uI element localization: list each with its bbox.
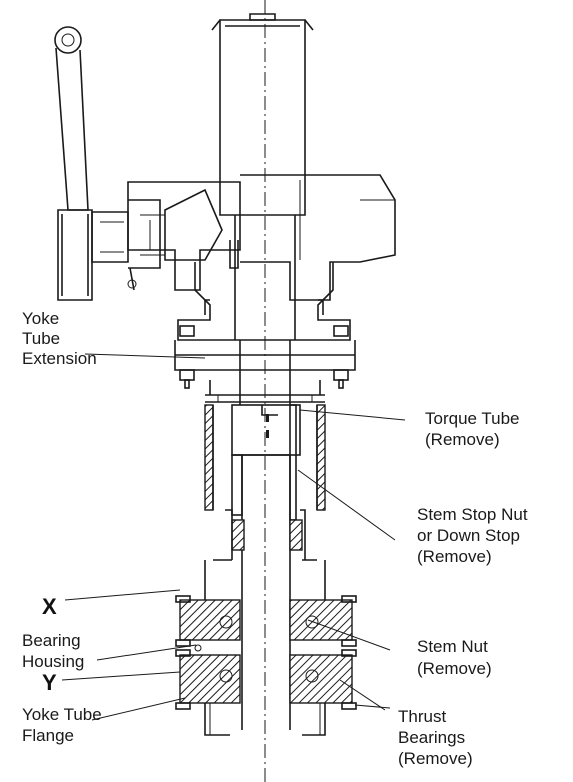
svg-text:Thrust: Thrust: [398, 707, 446, 726]
svg-text:(Remove): (Remove): [417, 659, 492, 678]
svg-text:(Remove): (Remove): [417, 547, 492, 566]
label-stem-nut: Stem Nut (Remove): [417, 637, 492, 678]
handwheel-lever: [54, 26, 93, 301]
svg-text:Tube: Tube: [22, 329, 60, 348]
label-yoke-tube-extension: Yoke Tube Extension: [22, 309, 97, 368]
label-torque-tube: Torque Tube (Remove): [425, 409, 520, 449]
svg-text:Housing: Housing: [22, 652, 84, 671]
marker-x: X: [42, 594, 57, 619]
svg-text:Yoke Tube: Yoke Tube: [22, 705, 102, 724]
svg-text:Extension: Extension: [22, 349, 97, 368]
svg-text:Bearings: Bearings: [398, 728, 465, 747]
label-thrust-bearings: Thrust Bearings (Remove): [398, 707, 473, 768]
top-stem-cover: [211, 13, 314, 216]
stem-stop-nut: [225, 509, 306, 560]
svg-text:(Remove): (Remove): [398, 749, 473, 768]
label-yoke-tube-flange: Yoke Tube Flange: [22, 705, 102, 745]
svg-text:Torque Tube: Torque Tube: [425, 409, 520, 428]
svg-text:Bearing: Bearing: [22, 631, 81, 650]
gear-operator-housing: [91, 174, 396, 301]
svg-text:Stem Nut: Stem Nut: [417, 637, 488, 656]
svg-text:(Remove): (Remove): [425, 430, 500, 449]
svg-text:Stem Stop Nut: Stem Stop Nut: [417, 505, 528, 524]
label-bearing-housing: Bearing Housing: [22, 631, 84, 671]
svg-text:Yoke: Yoke: [22, 309, 59, 328]
label-stem-stop-nut: Stem Stop Nut or Down Stop (Remove): [417, 505, 528, 566]
svg-text:Flange: Flange: [22, 726, 74, 745]
leader-lines: [61, 353, 406, 721]
marker-y: Y: [42, 670, 57, 695]
bearing-housing-and-flange: [175, 559, 357, 736]
svg-text:or Down Stop: or Down Stop: [417, 526, 520, 545]
